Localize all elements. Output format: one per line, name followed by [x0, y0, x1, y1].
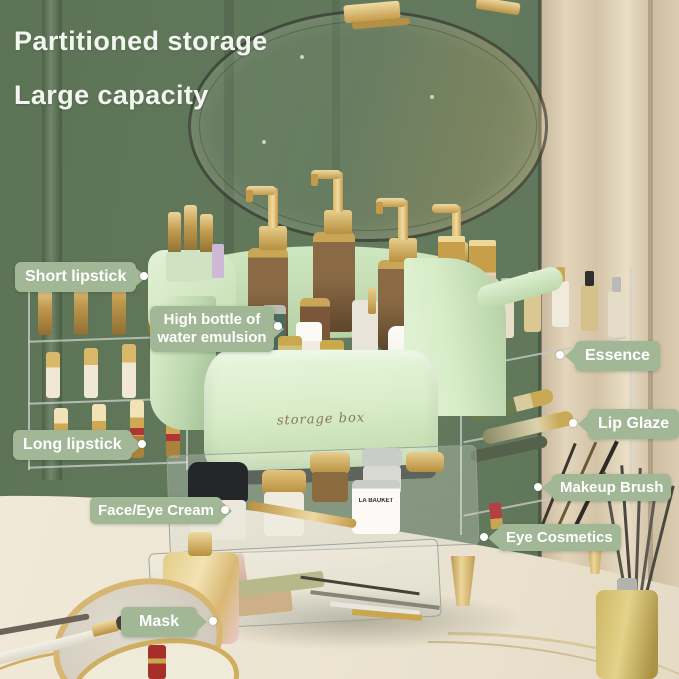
right-rack-frame	[460, 300, 462, 535]
label-essence: Essence	[575, 341, 660, 371]
label-makeup-brush: Makeup Brush	[552, 474, 672, 501]
label-text: High bottle of water emulsion	[157, 311, 267, 346]
lipstick	[84, 348, 98, 398]
pump-collar	[324, 210, 352, 234]
pump-spout	[246, 186, 276, 195]
spray-cap	[585, 271, 594, 286]
pump-nozzle	[376, 202, 383, 214]
nail-polish-bottle	[198, 252, 215, 280]
label-short-lipstick: Short lipstick	[15, 262, 137, 292]
pump-stem	[268, 188, 278, 228]
label-text: Makeup Brush	[560, 479, 664, 496]
pump-stem	[333, 172, 343, 212]
label-text: Face/Eye Cream	[98, 502, 214, 519]
label-text: Mask	[138, 613, 180, 630]
pump-spout	[376, 198, 406, 207]
label-dot	[274, 322, 282, 330]
label-eye-cosmetics: Eye Cosmetics	[498, 524, 621, 551]
red-lipstick	[148, 645, 166, 679]
label-text: Lip Glaze	[598, 415, 670, 432]
essence-bottle	[552, 281, 569, 327]
jar-silver-lid	[362, 448, 402, 468]
label-dot	[221, 506, 229, 514]
storage-box-text: storage box	[276, 410, 366, 429]
label-dot	[140, 272, 148, 280]
glass-highlight	[300, 55, 304, 59]
curtain-fold	[648, 0, 653, 679]
nail-polish-bottle	[182, 250, 199, 282]
cosmetic-item	[212, 244, 224, 278]
transparent-dome-lid	[188, 10, 548, 242]
jar-gold-lid	[262, 470, 306, 494]
label-dot	[480, 533, 488, 541]
diffuser-neck	[617, 578, 637, 592]
label-text: Essence	[585, 347, 650, 364]
pump-stem	[398, 200, 408, 240]
label-mask: Mask	[121, 607, 197, 637]
label-dot	[534, 483, 542, 491]
label-long-lipstick: Long lipstick	[13, 430, 132, 460]
cream-jar-bauket: LA BAUKET	[352, 480, 400, 534]
nail-polish-cap	[184, 205, 197, 253]
pump-spout	[311, 170, 341, 179]
spray-cap	[612, 277, 621, 292]
label-dot	[138, 440, 146, 448]
lipstick-red-band	[130, 428, 144, 435]
pump-nozzle	[246, 190, 253, 202]
label-text: Eye Cosmetics	[506, 529, 613, 546]
nail-polish-cap	[168, 212, 181, 254]
pump-spout	[432, 204, 459, 213]
lipstick	[38, 285, 52, 335]
label-text: Long lipstick	[23, 436, 122, 453]
cream-jar-amber	[312, 472, 348, 502]
essence-bottle	[581, 285, 598, 331]
lipstick	[122, 344, 136, 398]
glass-highlight	[430, 95, 434, 99]
dropper-cap	[368, 288, 376, 314]
label-dot	[556, 351, 564, 359]
jar-gold-lid	[310, 452, 350, 474]
label-dot	[569, 419, 577, 427]
label-high-bottle: High bottle of water emulsion	[150, 306, 274, 352]
lipstick	[46, 352, 60, 398]
pump-stem	[452, 206, 461, 244]
gold-lid-hinge	[475, 0, 521, 16]
pump-collar	[259, 226, 287, 250]
label-face-eye-cream: Face/Eye Cream	[90, 497, 222, 524]
diffuser-bottle	[596, 590, 658, 679]
jar-brand-text: LA BAUKET	[358, 498, 394, 504]
nail-polish-bottle	[166, 252, 183, 282]
label-text: Short lipstick	[25, 268, 127, 285]
left-rack-frame	[28, 278, 30, 470]
cream-jar-black	[188, 462, 248, 502]
perfume-cap	[188, 532, 212, 556]
essence-bottle	[608, 291, 625, 337]
label-lip-glaze: Lip Glaze	[588, 409, 679, 439]
nail-polish-cap	[200, 214, 213, 254]
pump-nozzle	[311, 174, 318, 186]
right-rack-frame	[630, 268, 632, 508]
lipstick-red-band	[166, 434, 180, 441]
jar-gold-lid	[406, 452, 444, 472]
glass-highlight	[262, 140, 266, 144]
lipstick	[74, 278, 88, 335]
label-dot	[209, 617, 217, 625]
headline-line2: Large capacity	[14, 80, 209, 110]
headline-line1: Partitioned storage	[14, 26, 268, 56]
